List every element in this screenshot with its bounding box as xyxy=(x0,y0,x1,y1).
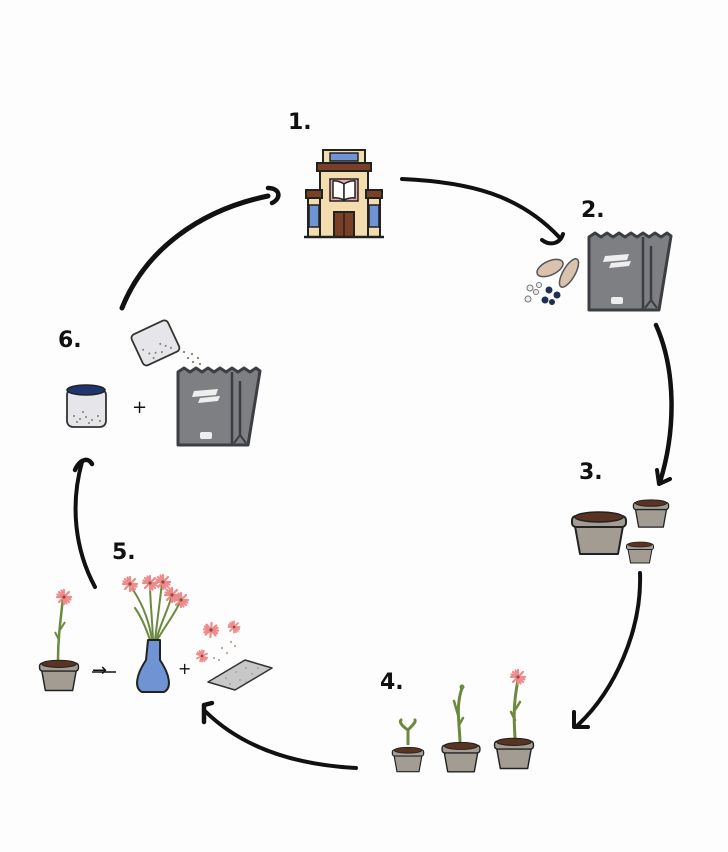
pots-with-soil-icon xyxy=(571,499,670,564)
arrow-3-to-4-head xyxy=(572,710,590,729)
step-6-plus-symbol: + xyxy=(132,397,148,418)
step-4-label: 4. xyxy=(380,670,404,695)
arrow-2-to-3 xyxy=(653,322,674,485)
arrow-5-to-6-head xyxy=(72,457,95,473)
step-5-label: 5. xyxy=(112,540,136,565)
seed-jar-and-packet-icon xyxy=(66,319,262,447)
arrow-5-to-6 xyxy=(73,460,97,589)
step-5-arrow-symbol: → xyxy=(92,660,108,681)
arrow-4-to-5 xyxy=(204,710,358,770)
step-6-label: 6. xyxy=(58,328,82,353)
seed-packet-icon xyxy=(587,231,673,312)
step-1-label: 1. xyxy=(288,110,312,135)
seed-packet-icon xyxy=(176,366,262,447)
seedling-pot xyxy=(391,718,425,773)
arrow-1-to-2 xyxy=(400,177,562,240)
drying-seeds-tray xyxy=(193,619,273,691)
step-2-label: 2. xyxy=(581,198,605,223)
potted-flower xyxy=(38,588,80,692)
step-5-plus-symbol: + xyxy=(178,659,192,678)
cut-flowers-and-drying-seeds-icon xyxy=(38,573,273,693)
growing-plants-icon xyxy=(391,668,535,773)
arrow-2-to-3-head xyxy=(655,468,672,486)
vase-with-flowers xyxy=(121,573,190,693)
seed-jar xyxy=(66,384,107,428)
pouring-jar xyxy=(130,319,181,367)
seeds-icon xyxy=(524,258,580,305)
young-plant-pot xyxy=(441,684,481,773)
arrow-6-to-1 xyxy=(119,193,271,311)
step-3-label: 3. xyxy=(579,460,603,485)
arrow-1-to-2-head xyxy=(540,232,565,246)
arrow-3-to-4 xyxy=(576,571,643,727)
arrow-4-to-5-head xyxy=(201,700,215,725)
library-building-icon xyxy=(304,149,384,239)
seeds-and-seed-packet-icon xyxy=(524,231,673,312)
falling-seeds xyxy=(182,350,202,366)
arrow-6-to-1-head xyxy=(265,185,281,206)
flowering-plant-pot xyxy=(493,668,535,770)
